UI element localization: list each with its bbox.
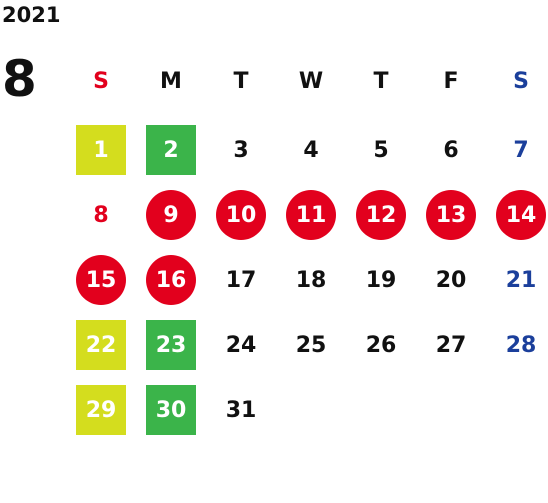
day-cell-6[interactable]: 6 xyxy=(443,137,459,163)
day-cell-23[interactable]: 23 xyxy=(146,320,196,370)
day-cell-9[interactable]: 9 xyxy=(146,190,196,240)
weekday-header-sat: S xyxy=(513,68,529,94)
day-cell-16[interactable]: 16 xyxy=(146,255,196,305)
day-cell-18[interactable]: 18 xyxy=(295,267,327,293)
day-cell-25[interactable]: 25 xyxy=(295,332,327,358)
day-cell-15[interactable]: 15 xyxy=(76,255,126,305)
day-cell-19[interactable]: 19 xyxy=(365,267,397,293)
day-cell-13[interactable]: 13 xyxy=(426,190,476,240)
day-cell-2[interactable]: 2 xyxy=(146,125,196,175)
day-cell-21[interactable]: 21 xyxy=(505,267,537,293)
day-cell-24[interactable]: 24 xyxy=(225,332,257,358)
month-label: 8 xyxy=(2,50,37,108)
day-cell-22[interactable]: 22 xyxy=(76,320,126,370)
day-cell-29[interactable]: 29 xyxy=(76,385,126,435)
weekday-header-tue: T xyxy=(233,68,249,94)
day-cell-10[interactable]: 10 xyxy=(216,190,266,240)
day-cell-3[interactable]: 3 xyxy=(233,137,249,163)
weekday-header-thu: T xyxy=(373,68,389,94)
day-cell-28[interactable]: 28 xyxy=(505,332,537,358)
day-cell-14[interactable]: 14 xyxy=(496,190,546,240)
day-cell-20[interactable]: 20 xyxy=(435,267,467,293)
day-cell-12[interactable]: 12 xyxy=(356,190,406,240)
day-cell-26[interactable]: 26 xyxy=(365,332,397,358)
year-label: 2021 xyxy=(2,3,61,27)
day-cell-30[interactable]: 30 xyxy=(146,385,196,435)
day-cell-8[interactable]: 8 xyxy=(93,202,109,228)
day-cell-17[interactable]: 17 xyxy=(225,267,257,293)
day-cell-4[interactable]: 4 xyxy=(303,137,319,163)
weekday-header-wed: W xyxy=(298,68,324,94)
day-cell-5[interactable]: 5 xyxy=(373,137,389,163)
day-cell-11[interactable]: 11 xyxy=(286,190,336,240)
weekday-header-mon: M xyxy=(160,68,182,94)
day-cell-1[interactable]: 1 xyxy=(76,125,126,175)
weekday-header-fri: F xyxy=(443,68,459,94)
day-cell-27[interactable]: 27 xyxy=(435,332,467,358)
weekday-header-sun: S xyxy=(93,68,109,94)
day-cell-31[interactable]: 31 xyxy=(225,397,257,423)
day-cell-7[interactable]: 7 xyxy=(513,137,529,163)
